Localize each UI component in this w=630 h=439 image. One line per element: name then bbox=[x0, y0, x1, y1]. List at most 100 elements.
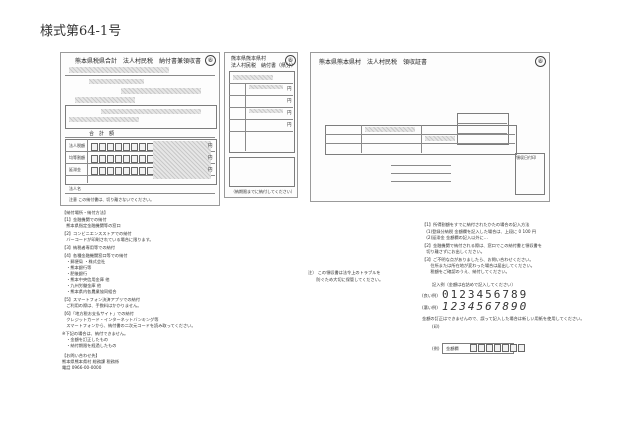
note-line: ※下記の場合は、納付できません。 bbox=[62, 331, 129, 336]
divider bbox=[361, 125, 362, 153]
divider bbox=[229, 119, 293, 120]
divider bbox=[229, 83, 293, 84]
note-line: 熊本県熊本県村 総務課 税務係 bbox=[62, 359, 120, 364]
panel1-name-label: 法人名 bbox=[69, 186, 81, 191]
note-line: 【5】スマートフォン決済アプリでの納付 bbox=[62, 297, 140, 302]
good-example-digits: 0123456789 bbox=[442, 288, 529, 301]
payment-notice-panel: 熊本県熊本県村 法人村民税 納付書（県分） ⑧ 円 円 円 円 （納期限までに納… bbox=[224, 52, 298, 198]
bottom-note: 金額の訂正はできませんので、誤って記入した場合は新しい用紙を使用してください。 bbox=[422, 316, 585, 321]
panel1-account-shading bbox=[121, 88, 201, 94]
divider bbox=[421, 125, 422, 153]
panel1-info-shading bbox=[101, 109, 201, 114]
yen-label: 円 bbox=[287, 99, 292, 104]
panel2-shading bbox=[233, 75, 273, 80]
yen-label: 円 bbox=[208, 144, 213, 149]
note-line: 【納付場所・納付方法】 bbox=[62, 210, 109, 215]
panel1-info-shading-2 bbox=[69, 117, 139, 122]
note-line: 税額をご確認のうえ、納付してください。 bbox=[422, 269, 510, 274]
note-line: ・九州労働金庫 他 bbox=[62, 283, 102, 288]
panel1-row-label: 法人税額 bbox=[69, 143, 85, 148]
panel1-info-box bbox=[65, 105, 217, 129]
panel3-right-box bbox=[457, 113, 509, 145]
stamp-example: (印) bbox=[432, 324, 440, 329]
panel2-fine-print: （納期限までに納付してください） bbox=[231, 189, 295, 194]
note-line: ・納付期限を経過したもの bbox=[62, 343, 117, 348]
form-number: 様式第64-1号 bbox=[40, 24, 122, 39]
note-line: 【お問い合わせ先】 bbox=[62, 353, 100, 358]
divider bbox=[325, 134, 515, 135]
panel1-amount-table bbox=[65, 139, 217, 185]
note-line: バーコードが印刷されている場合に限ります。 bbox=[62, 237, 154, 242]
divider bbox=[65, 75, 215, 76]
panel1-address-shading bbox=[69, 67, 169, 73]
account-example-label: (例) bbox=[432, 346, 440, 351]
yen-label: 円 bbox=[287, 123, 292, 128]
note-line: 【2】コンビニエンスストアでの納付 bbox=[62, 231, 132, 236]
bad-example-label: (悪い例) bbox=[422, 305, 438, 310]
panel3-title: 熊本県熊本県村 法人村民税 領収証書 bbox=[319, 59, 428, 66]
note-line: 【3】ご不明な点がありましたら、お問い合わせください。 bbox=[422, 257, 534, 262]
panel1-digit-cells bbox=[91, 167, 163, 175]
receipt-panel: 熊本県熊本県村 法人村民税 領収証書 ⑧ 領収日付印 bbox=[310, 52, 550, 202]
note-line: ご利用の際は、手数料はかかりません。 bbox=[62, 303, 142, 308]
yen-label: 円 bbox=[208, 156, 213, 161]
panel1-fine-print: 注意 この納付書は、切り離さないでください。 bbox=[69, 197, 155, 202]
handwriting-example-title: 記入例（金額は右詰めで記入してください） bbox=[432, 282, 516, 287]
panel1-row-label: 均等割額 bbox=[69, 155, 85, 160]
divider bbox=[65, 151, 215, 152]
panel3-stamp-label: 領収日付印 bbox=[516, 155, 536, 160]
note-line: 熊本県指定金融機関等の窓口 bbox=[62, 223, 121, 228]
divider bbox=[229, 107, 293, 108]
good-example-label: (良い例) bbox=[422, 293, 438, 298]
panel1-circle-mark: ⑧ bbox=[205, 55, 216, 66]
note-line: 切り離さずにお出しください。 bbox=[422, 249, 485, 254]
panel1-code-shading bbox=[89, 79, 144, 84]
divider bbox=[65, 193, 215, 194]
panel3-stamp-box bbox=[515, 153, 545, 195]
note-line: ・熊本県内各農業協同組合 bbox=[62, 289, 117, 294]
account-example-value: 金額欄 bbox=[446, 346, 459, 351]
panel2-title-line2: 法人村民税 納付書（県分） bbox=[231, 63, 297, 69]
panel2-circle-mark: ⑧ bbox=[285, 55, 296, 66]
panel3-circle-mark: ⑧ bbox=[535, 56, 546, 67]
divider bbox=[65, 175, 215, 176]
yen-label: 円 bbox=[208, 168, 213, 173]
bad-example-digits: 1234567890 bbox=[442, 300, 529, 313]
note-line: 【4】各種金融機関窓口等での納付 bbox=[62, 253, 128, 258]
panel1-row-label: 延滞金 bbox=[69, 167, 81, 172]
divider bbox=[65, 137, 215, 138]
panel1-totals-label: 合 計 額 bbox=[89, 131, 115, 137]
note-line: ・熊本銀行等 bbox=[62, 265, 92, 270]
panel3-shading bbox=[425, 136, 455, 141]
note-line: 電話 0966-00-0000 bbox=[62, 365, 102, 370]
note-line: ・熊本中央信用金庫 他 bbox=[62, 277, 110, 282]
panel1-amount-shading bbox=[153, 141, 211, 179]
divider bbox=[457, 123, 507, 124]
note-line: 防ぐため大切に保管してください。 bbox=[308, 277, 384, 282]
note-line: ・金額を訂正したもの bbox=[62, 337, 109, 342]
panel2-title-line1: 熊本県熊本県村 bbox=[231, 56, 267, 62]
divider bbox=[391, 173, 451, 174]
divider bbox=[229, 131, 293, 132]
divider bbox=[325, 143, 515, 144]
panel1-title: 熊本県税県合計 法人村民税 納付書兼領収書 bbox=[75, 58, 202, 65]
note-line: 【2】金融機関で納付される際は、窓口でこの納付書と領収書を bbox=[422, 243, 542, 248]
note-line: ・郵便局 ・株式会社 bbox=[62, 259, 106, 264]
divider bbox=[65, 163, 215, 164]
divider bbox=[457, 133, 507, 134]
note-line: (2)延滞金 金額欄の記入以外に… bbox=[422, 235, 488, 240]
payment-slip-panel: 熊本県税県合計 法人村民税 納付書兼領収書 ⑧ 合 計 額 法人税額 均等割額 … bbox=[60, 52, 220, 206]
panel2-shading bbox=[249, 109, 283, 113]
note-line: クレジットカード・インターネットバンキング等 bbox=[62, 317, 159, 322]
note-line: スマートフォンから、納付書の二次元コードを読み取ってください。 bbox=[62, 323, 196, 328]
divider bbox=[229, 95, 293, 96]
note-line: 【3】納税者専用等での納付 bbox=[62, 245, 115, 250]
note-line: (1)登録分納税 金額欄を記入した場合は、上段に 0 100 円 bbox=[422, 229, 537, 234]
panel2-shading bbox=[249, 85, 283, 89]
divider bbox=[87, 139, 88, 183]
note-line: 注） この領収書は法令上のトラブルを bbox=[308, 270, 381, 275]
divider bbox=[391, 181, 451, 182]
account-example-cells bbox=[470, 344, 526, 352]
note-line: 【1】金融機関での納付 bbox=[62, 217, 107, 222]
divider bbox=[391, 165, 451, 166]
